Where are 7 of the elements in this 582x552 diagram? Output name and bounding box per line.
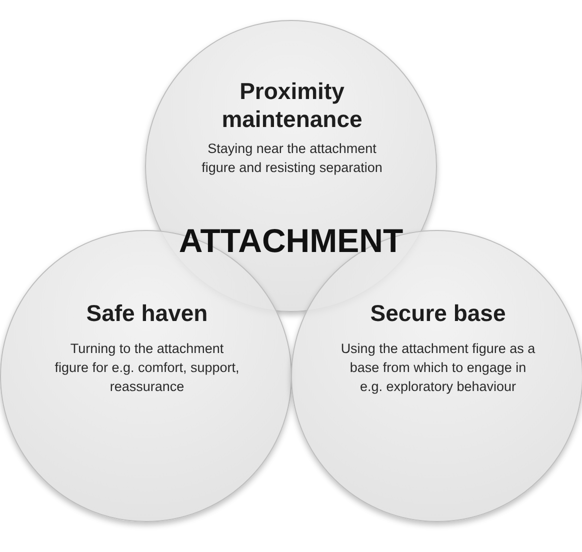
circle-description: Using the attachment figure as a base from which to engage in e.g. exploratory behaviour bbox=[340, 340, 536, 396]
circle-heading: Secure base bbox=[369, 299, 507, 327]
circle-heading: Proximity maintenance bbox=[220, 77, 364, 133]
circle-description: Staying near the attachment figure and resisting separation bbox=[200, 140, 384, 177]
center-label: ATTACHMENT bbox=[178, 221, 404, 261]
circle-heading: Safe haven bbox=[85, 299, 209, 327]
circle-description: Turning to the attachment figure for e.g. comfort, support, reassurance bbox=[54, 340, 240, 396]
